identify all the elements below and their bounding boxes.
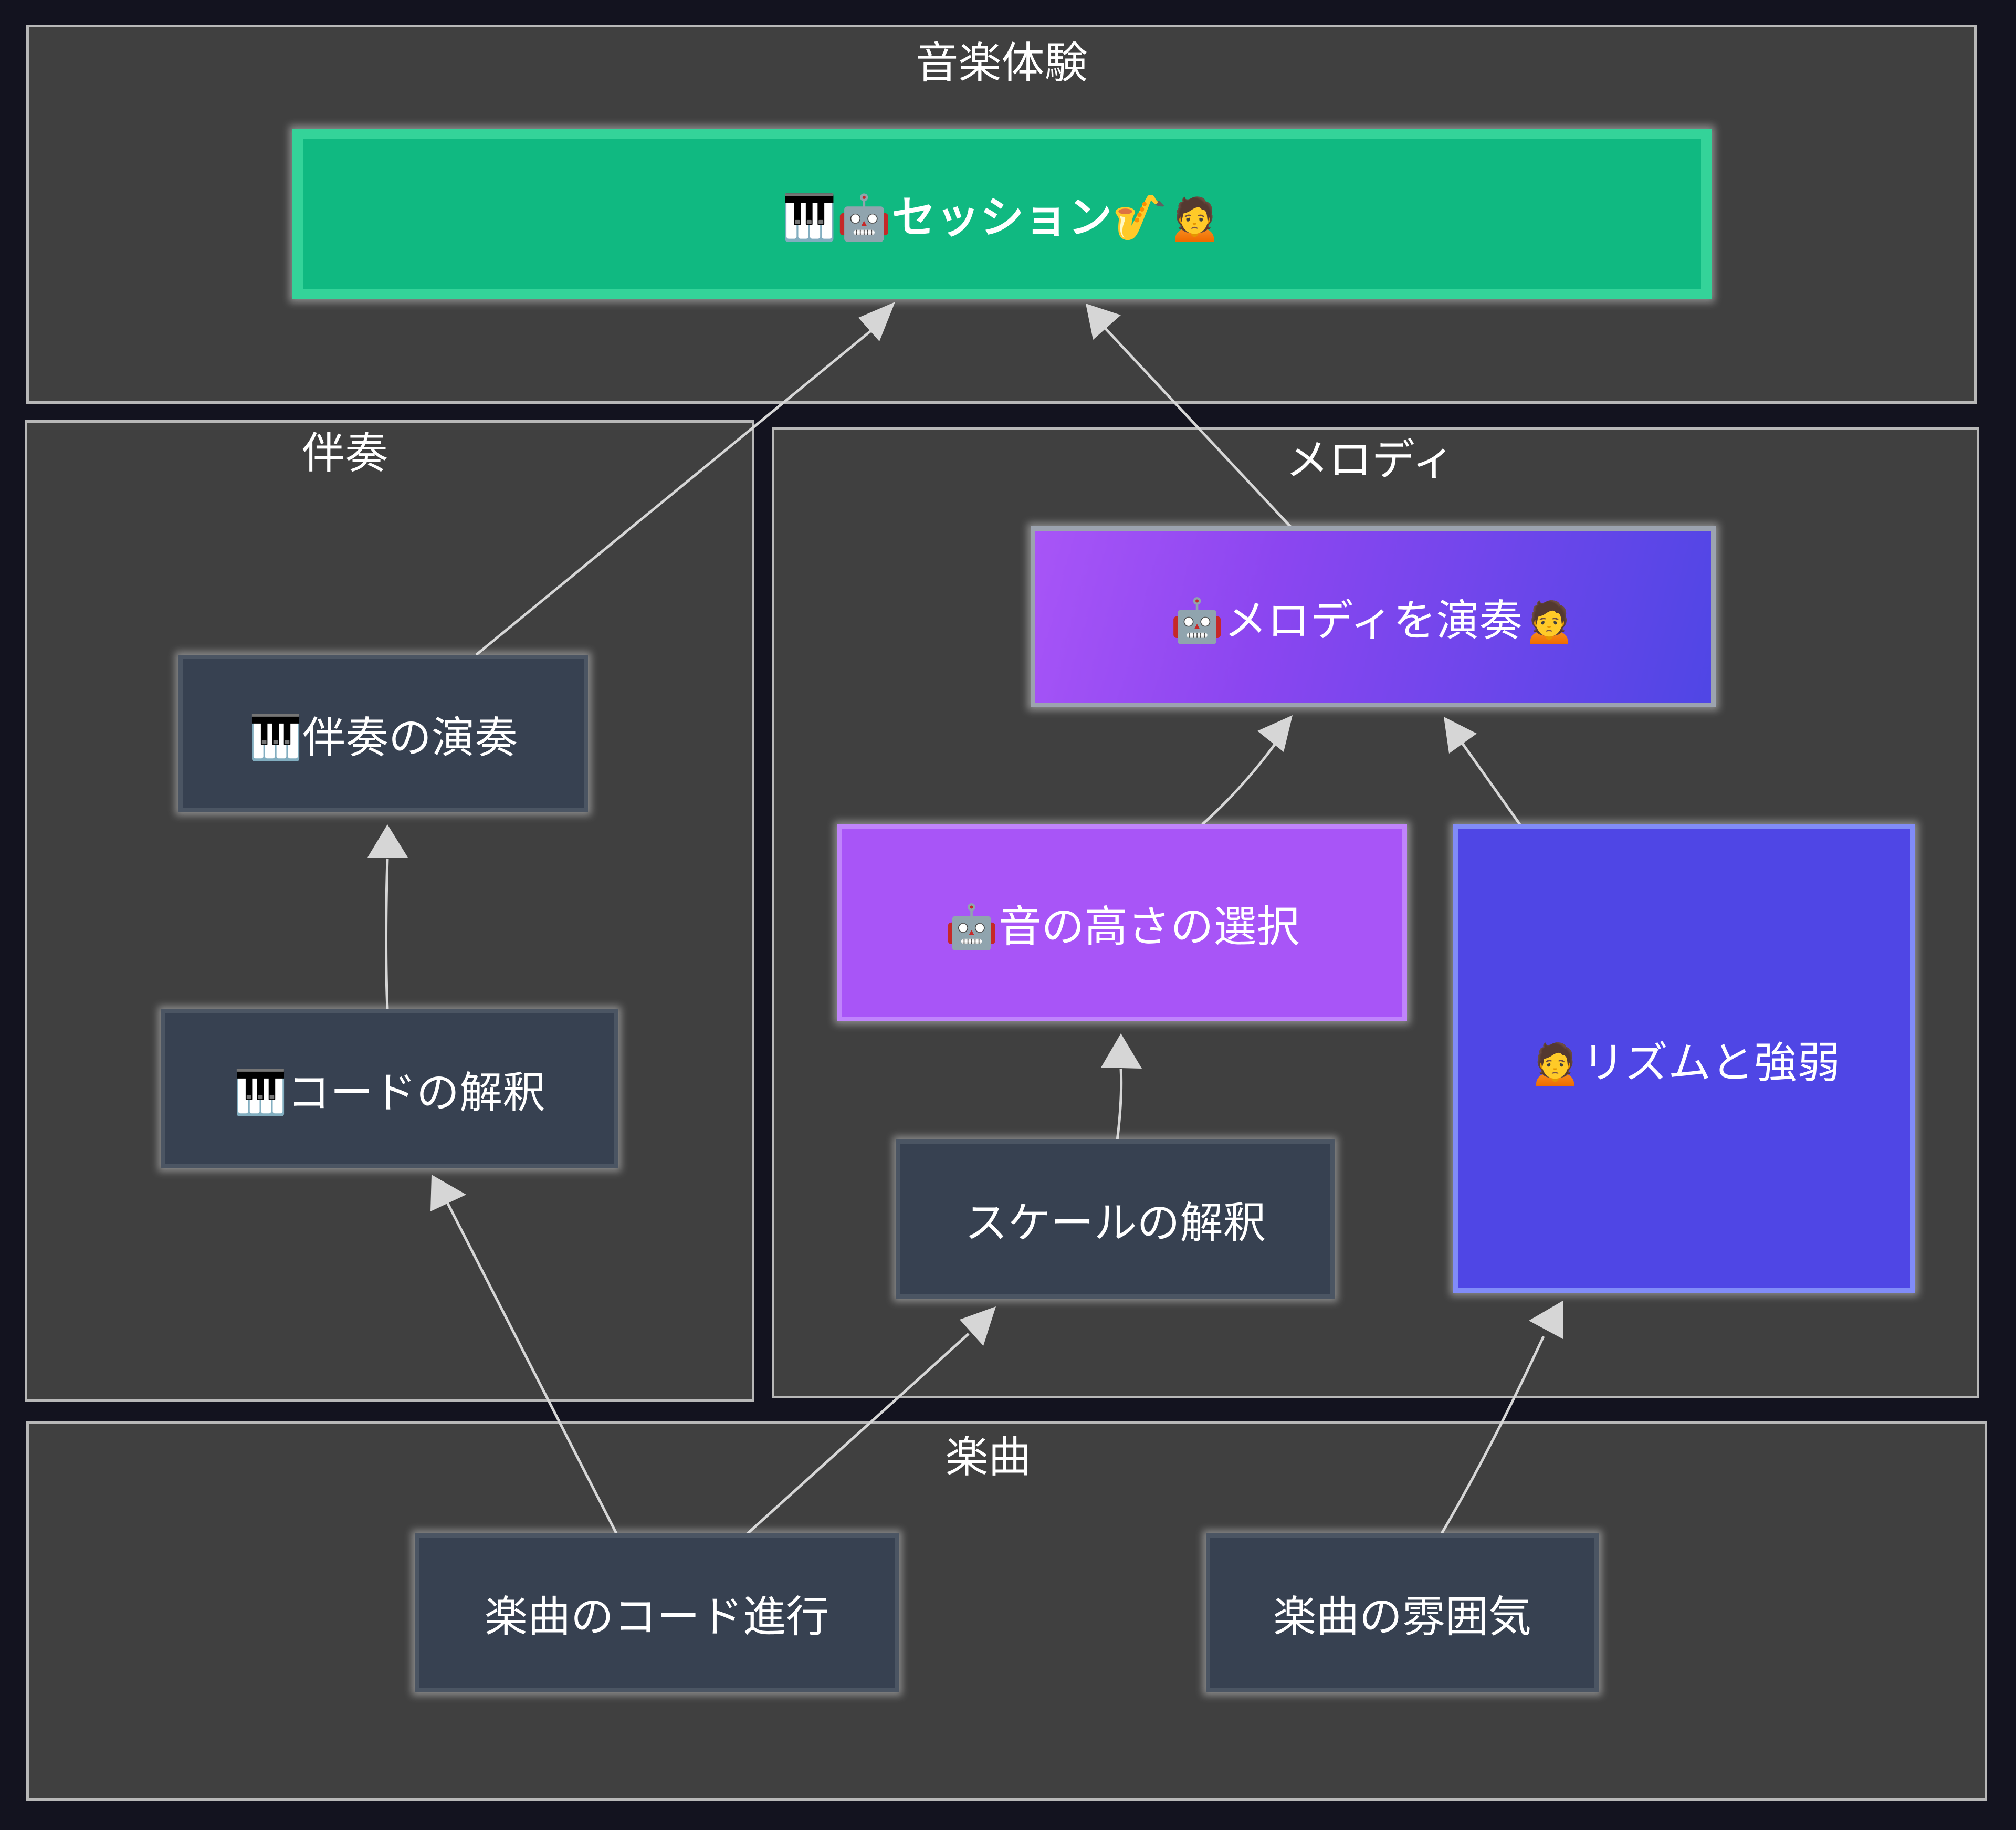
node-accompaniment-play[interactable]: 🎹伴奏の演奏	[178, 655, 588, 812]
edge-rhythm-to-melody-play	[1461, 742, 1521, 825]
arrowhead-rhythm-dynamics	[1529, 1301, 1563, 1339]
node-melody-play[interactable]: 🤖メロディを演奏🙍	[1031, 526, 1716, 707]
node-session[interactable]: 🎹🤖セッション🎷🙍	[292, 129, 1712, 299]
edge-melody-play-to-session	[1104, 327, 1293, 529]
node-chord-interpretation-label: 🎹コードの解釈	[233, 1068, 546, 1118]
cluster-accompaniment: 伴奏	[25, 420, 754, 1402]
edge-chord-to-accompaniment-play	[385, 858, 389, 1010]
node-melody-play-label: 🤖メロディを演奏🙍	[1170, 596, 1576, 646]
arrowhead-session-left	[858, 302, 895, 341]
node-song-chord-progression-label: 楽曲のコード進行	[484, 1592, 829, 1642]
edge-scale-to-pitch	[1116, 1068, 1123, 1141]
edge-accompaniment-play-to-session	[475, 327, 875, 656]
arrowhead-melody-play-right	[1444, 717, 1477, 754]
node-scale-interpretation-label: スケールの解釈	[964, 1198, 1266, 1248]
cluster-song: 楽曲	[26, 1421, 1987, 1801]
node-pitch-selection-label: 🤖音の高さの選択	[944, 902, 1300, 952]
arrowhead-chord-interpretation	[430, 1175, 466, 1211]
node-session-label: 🎹🤖セッション🎷🙍	[782, 192, 1222, 243]
edge-pitch-to-melody-play	[1201, 742, 1277, 825]
node-scale-interpretation[interactable]: スケールの解釈	[896, 1139, 1335, 1299]
node-accompaniment-play-label: 🎹伴奏の演奏	[248, 713, 518, 763]
cluster-label-song: 楽曲	[945, 1432, 1032, 1482]
cluster-label-melody: メロディ	[1285, 435, 1455, 485]
arrowhead-pitch-selection	[1101, 1033, 1142, 1069]
edge-atmosphere-to-rhythm	[1440, 1335, 1545, 1535]
arrowhead-scale-interpretation	[960, 1306, 996, 1346]
node-song-atmosphere-label: 楽曲の雰囲気	[1273, 1592, 1531, 1642]
node-rhythm-dynamics-label: 🙍リズムと強弱	[1528, 1038, 1841, 1088]
node-pitch-selection[interactable]: 🤖音の高さの選択	[837, 824, 1407, 1021]
node-song-atmosphere[interactable]: 楽曲の雰囲気	[1206, 1533, 1599, 1692]
node-chord-interpretation[interactable]: 🎹コードの解釈	[161, 1009, 618, 1168]
cluster-label-music-experience: 音楽体験	[915, 38, 1088, 88]
node-song-chord-progression[interactable]: 楽曲のコード進行	[415, 1533, 899, 1692]
arrowhead-melody-play-left	[1257, 715, 1293, 752]
arrowhead-accompaniment-play	[368, 824, 408, 858]
node-rhythm-dynamics[interactable]: 🙍リズムと強弱	[1453, 824, 1915, 1293]
arrowhead-session-right	[1086, 304, 1121, 340]
cluster-label-accompaniment: 伴奏	[301, 428, 388, 478]
edge-progression-to-chord	[446, 1201, 618, 1535]
edge-progression-to-scale	[746, 1333, 970, 1535]
